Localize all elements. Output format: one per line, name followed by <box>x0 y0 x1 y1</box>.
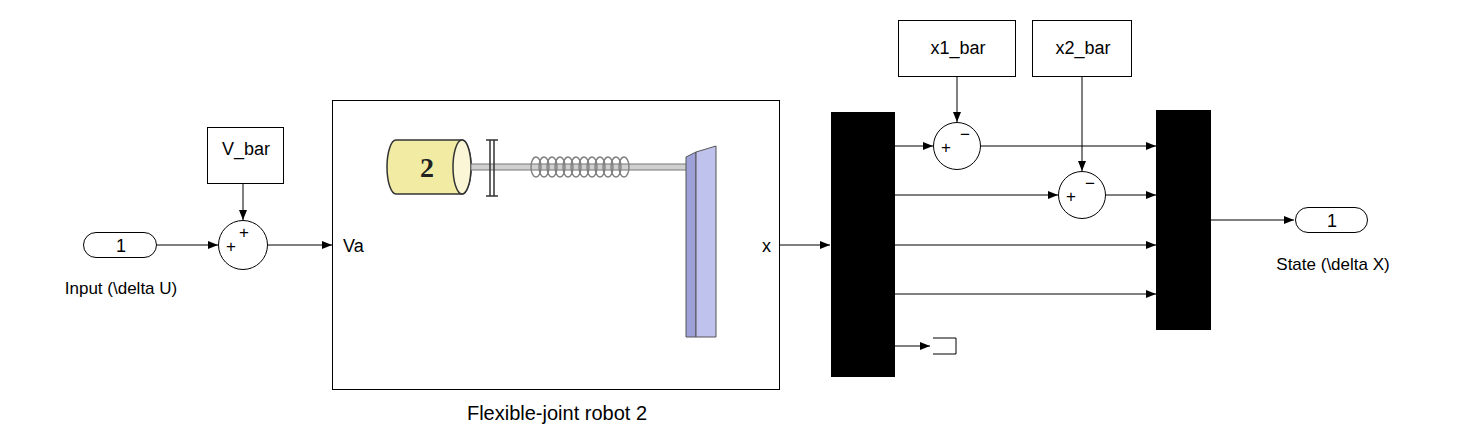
terminator-symbol <box>933 338 956 354</box>
signal-connector <box>243 184 244 220</box>
motor-body <box>387 140 471 194</box>
signal-line <box>1211 220 1294 221</box>
signal-connector <box>957 77 958 122</box>
constant-name: x2_bar <box>1055 39 1110 57</box>
signal-line <box>981 146 1156 147</box>
sign: − <box>960 126 970 143</box>
constant-block: x1_bar <box>898 20 1016 77</box>
motor-number: 2 <box>420 154 434 182</box>
constant-name: V_bar <box>222 140 270 158</box>
spring-symbol <box>531 157 629 177</box>
constant-name: x1_bar <box>930 39 985 57</box>
sum-block: +− <box>1058 171 1106 219</box>
signal-line <box>895 195 1058 196</box>
sum-block: +− <box>933 122 981 170</box>
signal-line <box>895 146 933 147</box>
demux-bar <box>831 112 895 377</box>
shaft <box>471 164 689 170</box>
signal-line <box>895 346 930 347</box>
sum-block: ++ <box>218 220 268 270</box>
subsystem-block: VaxFlexible-joint robot 2 <box>332 100 780 390</box>
bearing-symbol <box>486 140 498 196</box>
signal-line <box>1106 195 1156 196</box>
sign: + <box>226 238 236 255</box>
inport-block: 1Input (\delta U) <box>83 232 157 258</box>
port-number: 1 <box>1327 212 1337 230</box>
signal-connector <box>1082 77 1083 171</box>
signal-connector <box>157 245 218 246</box>
mux-bar <box>1156 110 1211 330</box>
constant-block: V_bar <box>207 127 284 184</box>
sign: + <box>239 224 249 241</box>
signal-connector <box>268 245 332 246</box>
port-label: Input (\delta U) <box>65 280 177 297</box>
port-number: 1 <box>116 237 126 255</box>
signal-line <box>780 245 830 246</box>
block-caption: Flexible-joint robot 2 <box>467 403 647 423</box>
sign: + <box>941 139 951 156</box>
outport-block: 1State (\delta X) <box>1295 207 1368 233</box>
port-label: State (\delta X) <box>1276 256 1389 273</box>
signal-line <box>895 294 1156 295</box>
link-plate <box>696 146 716 337</box>
port-name: Va <box>343 237 364 255</box>
constant-block: x2_bar <box>1032 20 1132 77</box>
sign: + <box>1066 188 1076 205</box>
sign: − <box>1085 175 1095 192</box>
port-name: x <box>762 237 771 255</box>
link-side <box>686 152 696 337</box>
motor-face <box>453 140 471 194</box>
signal-line <box>895 245 1156 246</box>
